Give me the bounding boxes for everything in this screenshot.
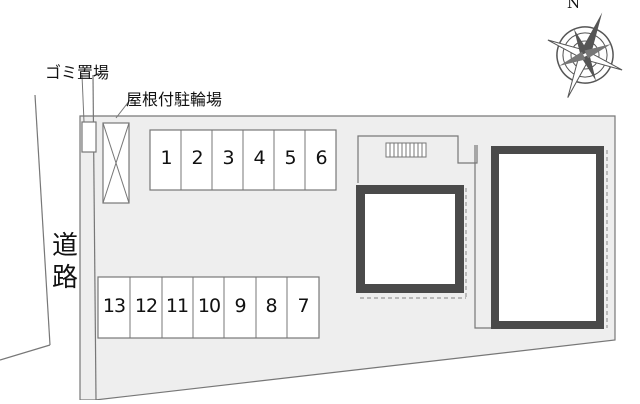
parking-row-top [149,129,337,191]
bike-parking-label: 屋根付駐輪場 [126,90,223,109]
garbage-area-label: ゴミ置場 [45,63,110,82]
parking-space-2: 2 [191,147,203,169]
parking-space-7: 7 [297,295,309,317]
parking-space-1: 1 [160,147,172,169]
parking-space-12: 12 [134,295,158,317]
bike-leader-line [115,99,131,119]
parking-space-4: 4 [253,147,265,169]
building-a [356,185,467,299]
parking-space-11: 11 [165,295,189,317]
parking-space-5: 5 [284,147,296,169]
parking-space-8: 8 [265,295,277,317]
road-label-bottom: 路 [52,263,79,293]
parking-space-6: 6 [315,147,327,169]
garbage-area [81,121,97,153]
parking-space-3: 3 [222,147,234,169]
parking-row-bottom [97,276,320,339]
road-edge-bottom [0,344,51,361]
road-edge-left [34,94,51,346]
parking-space-10: 10 [197,295,221,317]
parking-space-13: 13 [102,295,126,317]
entrance-outline [357,135,478,183]
parking-space-9: 9 [234,295,246,317]
building-b [474,145,608,329]
compass-rose [547,12,623,98]
garbage-leader-line [81,74,85,123]
road-label-top: 道 [52,231,79,261]
compass-north-label: N [567,0,581,12]
